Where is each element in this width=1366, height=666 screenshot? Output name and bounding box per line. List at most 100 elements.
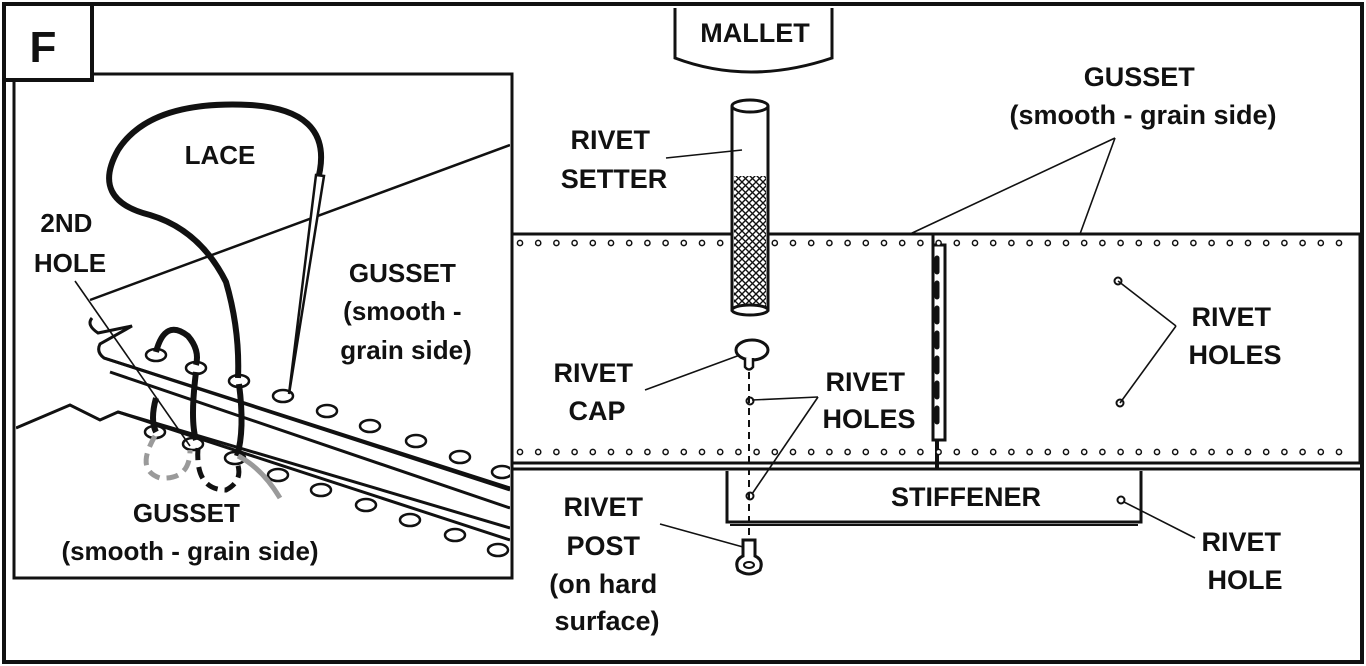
rivet-post-label: RIVET POST (on hard surface) — [549, 492, 665, 636]
lace-hole — [844, 448, 851, 456]
lace-hole — [971, 448, 979, 456]
stiffener-label: STIFFENER — [891, 482, 1041, 512]
lace-hole — [607, 239, 615, 247]
lace-hole — [1226, 239, 1234, 247]
lace-hole — [1171, 448, 1179, 456]
lace-hole — [1135, 448, 1143, 456]
gusset-strip — [510, 232, 1362, 471]
lace-hole — [880, 448, 888, 456]
lace-hole — [789, 448, 797, 456]
mallet: MALLET — [673, 8, 834, 74]
lace-hole — [935, 448, 942, 456]
lace-hole — [1080, 239, 1088, 247]
lace-hole — [625, 448, 633, 456]
lace-hole — [698, 448, 706, 456]
lace-hole — [880, 239, 888, 247]
lace-hole — [935, 239, 942, 247]
lace-hole — [753, 448, 760, 456]
lace-holes-top-row — [516, 239, 1343, 247]
lace-hole — [826, 448, 833, 456]
rivet-post — [735, 538, 763, 576]
lace-hole — [1026, 239, 1033, 247]
lace-hole — [917, 239, 924, 247]
stiffener: STIFFENER — [725, 471, 1143, 526]
lace-hole — [862, 448, 870, 456]
lace-holes-bottom-row — [516, 448, 1343, 456]
lace-hole — [989, 239, 997, 247]
needle — [287, 173, 326, 395]
lace-hole — [716, 239, 724, 247]
lace-hole — [989, 448, 997, 456]
lace-hole — [1099, 448, 1106, 456]
lace-hole — [1190, 239, 1197, 247]
lace-hole — [844, 239, 851, 247]
rivet-hole — [1116, 495, 1126, 505]
lace-hole — [1153, 448, 1161, 456]
lace-hole — [1281, 239, 1288, 247]
lace-hole — [917, 448, 924, 456]
figure-letter-box: F — [2, 2, 94, 82]
lace-hole — [534, 239, 542, 247]
lace-hole — [1062, 239, 1070, 247]
lace-hole — [571, 448, 578, 456]
lace-hole — [680, 239, 688, 247]
lace-hole — [1317, 448, 1325, 456]
lace-hole — [516, 239, 524, 247]
lace-hole — [807, 239, 815, 247]
lace-hole — [1299, 239, 1306, 247]
lace-hole — [716, 448, 724, 456]
lace-hole — [971, 239, 979, 247]
lace-hole — [698, 239, 706, 247]
lace-hole — [1208, 448, 1215, 456]
rivet-holes-center-label: RIVET HOLES — [822, 367, 915, 434]
lace-hole — [534, 448, 542, 456]
lace-hole — [589, 448, 597, 456]
lace-hole — [1226, 448, 1234, 456]
lace-hole — [1062, 448, 1070, 456]
lace-hole — [1190, 448, 1197, 456]
rivet-hole-label: RIVET HOLE — [1201, 527, 1288, 595]
rivet-cap-label: RIVET CAP — [553, 358, 640, 426]
lace-hole — [553, 239, 560, 247]
lace-hole — [1299, 448, 1306, 456]
lace-hole — [771, 239, 779, 247]
lace-hole — [1117, 239, 1124, 247]
lace-hole — [953, 448, 961, 456]
inset-panel: LACE 2ND HOLE GUSSET (smooth - grain sid… — [12, 72, 514, 580]
lace-hole — [662, 239, 669, 247]
lace-hole — [735, 448, 742, 456]
lace-hole — [1335, 448, 1343, 456]
lace-hole — [1244, 239, 1252, 247]
lace-hole — [1008, 448, 1015, 456]
lace-hole — [1080, 448, 1088, 456]
lace-hole — [553, 448, 560, 456]
lace-hole — [644, 448, 651, 456]
rivet-holes-right-label: RIVET HOLES — [1188, 302, 1281, 370]
leader-lines — [644, 137, 1196, 548]
lace-hole — [516, 448, 524, 456]
lace-hole — [1281, 448, 1288, 456]
lace-hole — [1008, 239, 1015, 247]
inset-holes-bottom — [143, 424, 510, 558]
lace — [106, 101, 325, 379]
lace-hole — [898, 448, 906, 456]
gusset-inset-right-label: GUSSET (smooth - grain side) — [340, 258, 471, 365]
rivet-cap — [734, 338, 770, 371]
lace-hole — [644, 239, 651, 247]
lace-hole — [1135, 239, 1143, 247]
gusset-right-label: GUSSET (smooth - grain side) — [1009, 62, 1276, 130]
lace-label: LACE — [185, 140, 256, 170]
lace-hole — [589, 239, 597, 247]
lace-hole — [1026, 448, 1033, 456]
lace-hole — [1171, 239, 1179, 247]
lace-hole — [1208, 239, 1215, 247]
lace-hole — [1099, 239, 1106, 247]
lace-hole — [862, 239, 870, 247]
lace-hole — [625, 239, 633, 247]
lace-hole — [826, 239, 833, 247]
lace-hole — [607, 448, 615, 456]
lace-hole — [953, 239, 961, 247]
rivet-setter — [730, 98, 770, 317]
lace-hole — [1044, 448, 1052, 456]
